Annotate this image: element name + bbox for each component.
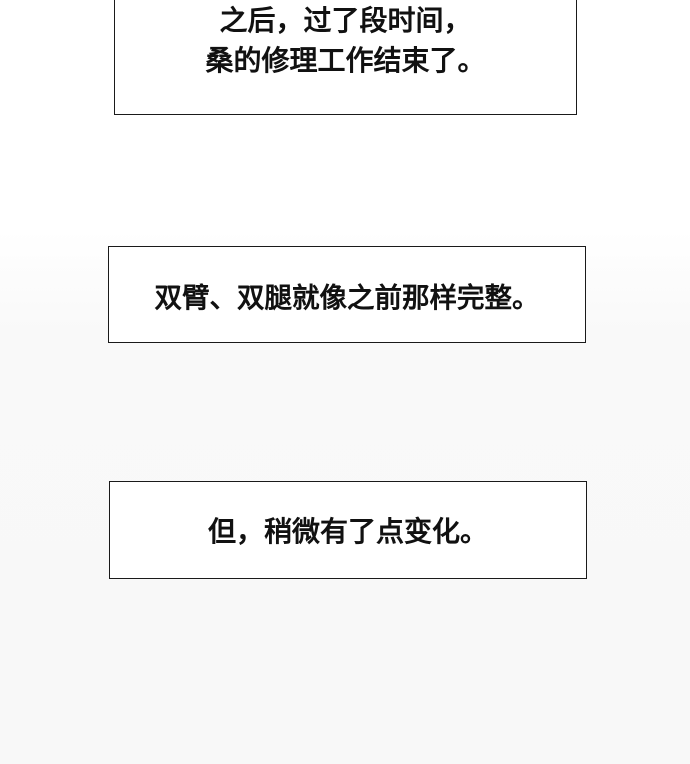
narration-box-1: 之后，过了段时间， 桑的修理工作结束了。	[114, 0, 577, 115]
narration-3-line-1: 但，稍微有了点变化。	[207, 515, 488, 548]
narration-1-line-1: 之后，过了段时间，	[219, 4, 472, 37]
narration-box-2: 双臂、双腿就像之前那样完整。	[108, 246, 586, 343]
narration-box-3: 但，稍微有了点变化。	[109, 481, 587, 579]
narration-2-line-1: 双臂、双腿就像之前那样完整。	[154, 281, 540, 314]
narration-1-line-2: 桑的修理工作结束了。	[205, 44, 486, 77]
